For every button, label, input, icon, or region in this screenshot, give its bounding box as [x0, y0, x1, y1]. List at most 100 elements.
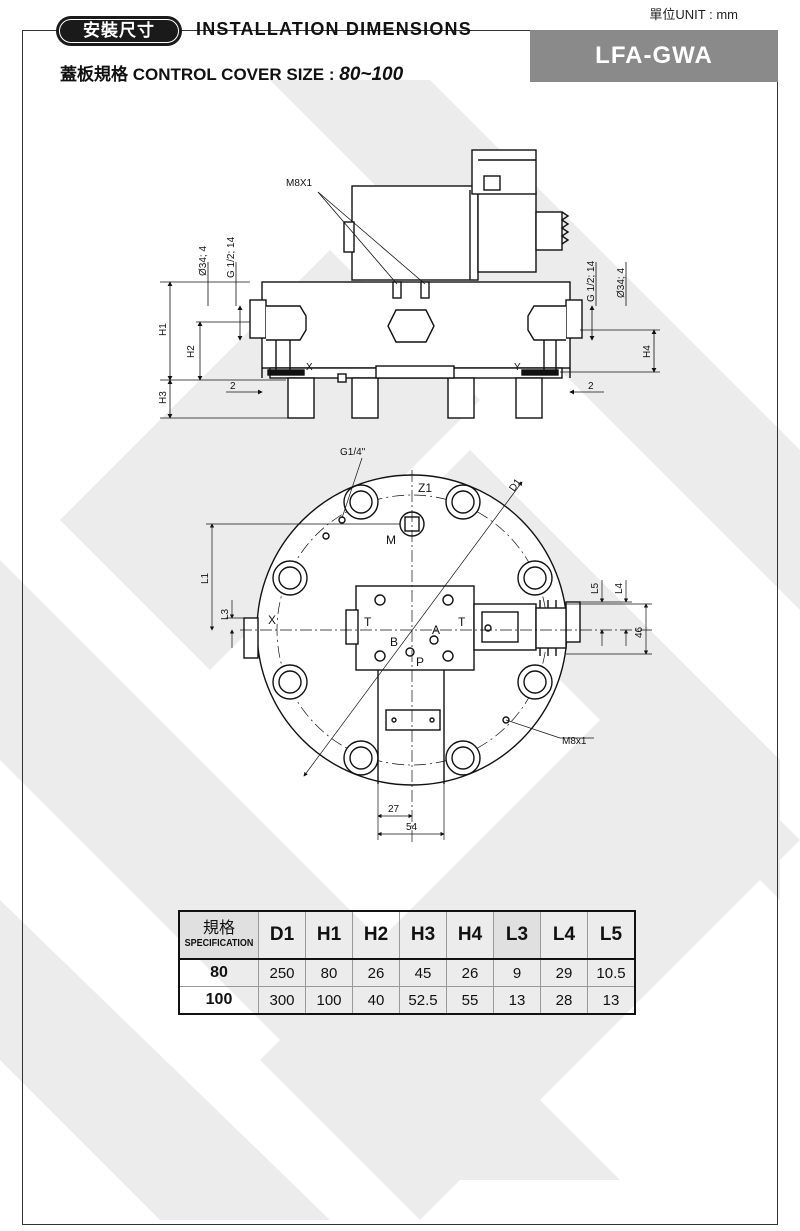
center-hex-plug [387, 309, 435, 343]
table-cell: 26 [446, 958, 494, 987]
spigot-2 [351, 377, 379, 419]
x-port-tab [243, 617, 259, 659]
table-cell: 100 [305, 986, 353, 1015]
col-header: H3 [399, 910, 447, 960]
right-port-flange [565, 299, 583, 339]
col-header: H2 [352, 910, 400, 960]
top-cable-gland [535, 607, 567, 649]
oring-y [521, 369, 559, 376]
technical-drawing: M8X1 Ø34; 4 G 1/2; 14 G 1/2; 14 Ø34; 4 H… [158, 149, 660, 842]
table-cell: 13 [493, 986, 541, 1015]
table-row: 100 300 100 40 52.5 55 13 28 13 [178, 986, 636, 1015]
model-badge: LFA-GWA [530, 30, 778, 82]
m8-leader-1 [317, 191, 398, 285]
table-cell: 45 [399, 958, 447, 987]
top-view-labels: G1/4" Z1 D1 M L1 L3 X T T B A P L5 L4 46… [200, 447, 645, 833]
table-cell: 40 [352, 986, 400, 1015]
label-dim54: 54 [406, 822, 418, 833]
label-d34-left: Ø34; 4 [198, 246, 209, 276]
label-t-left: T [364, 615, 372, 629]
table-cell: 250 [258, 958, 306, 987]
label-g12-right: G 1/2; 14 [586, 260, 597, 302]
connector-latch [483, 175, 501, 191]
top-bolt-2 [420, 281, 430, 299]
coil-housing [477, 191, 537, 273]
cable-gland [535, 211, 563, 251]
valve-block-cap [345, 609, 359, 645]
col-header: D1 [258, 910, 306, 960]
pin [337, 373, 347, 383]
bg-chevron-6 [0, 900, 330, 1220]
section-title-en: INSTALLATION DIMENSIONS [196, 19, 472, 39]
table-cell: 13 [587, 986, 636, 1015]
col-header: L3 [493, 910, 541, 960]
col-header: L4 [540, 910, 588, 960]
page-frame [22, 30, 778, 1225]
label-b-port: B [390, 635, 398, 649]
label-z1: Z1 [418, 481, 432, 495]
table-cell: 28 [540, 986, 588, 1015]
table-cell: 52.5 [399, 986, 447, 1015]
spigot-x [287, 377, 315, 419]
side-view [249, 149, 583, 419]
right-tab [565, 601, 581, 643]
subtitle-prefix: 蓋板規格 CONTROL COVER SIZE : [60, 65, 340, 84]
bolt-hole-5-inner [278, 670, 302, 694]
bolt-hole-6 [517, 664, 553, 700]
left-port-body [266, 305, 307, 341]
label-l3: L3 [220, 608, 231, 620]
m8x1-leader [505, 719, 561, 739]
table-row: 80 250 80 26 45 26 9 29 10.5 [178, 958, 636, 987]
connector-plug [471, 149, 537, 195]
label-m8x1-bottom: M8x1 [562, 736, 587, 747]
label-h2: H2 [186, 345, 197, 358]
bolt-hole-4-inner [523, 566, 547, 590]
subtitle: 蓋板規格 CONTROL COVER SIZE : 80~100 [60, 60, 403, 86]
spigot-3 [447, 377, 475, 419]
label-g12-left: G 1/2; 14 [226, 236, 237, 278]
label-h1: H1 [158, 323, 169, 336]
label-d34-right: Ø34; 4 [616, 268, 627, 298]
left-port-flange [249, 299, 267, 339]
label-dim46: 46 [634, 626, 645, 638]
col-header: H1 [305, 910, 353, 960]
solenoid-end-cap [343, 221, 355, 253]
subtitle-size: 80~100 [339, 64, 404, 85]
gland-teeth [539, 600, 557, 656]
label-h3: H3 [158, 391, 169, 404]
row-label: 80 [178, 958, 259, 987]
m8-leader-2 [317, 191, 426, 285]
col-header: L5 [587, 910, 636, 960]
label-m-port: M [386, 533, 396, 547]
label-m8x1-top: M8X1 [286, 178, 313, 189]
label-x-side: X [306, 362, 313, 373]
bolt-hole-8 [445, 740, 481, 776]
section-title-zh: 安裝尺寸 [83, 21, 155, 40]
label-p-port: P [416, 655, 424, 669]
table-cell: 10.5 [587, 958, 636, 987]
table-cell: 9 [493, 958, 541, 987]
bolt-hole-2 [445, 484, 481, 520]
top-bolt-1 [392, 281, 402, 299]
right-port-body [527, 305, 566, 341]
label-dim27: 27 [388, 804, 400, 815]
g14-leader [341, 457, 363, 519]
spec-header-zh: 規格 [202, 920, 235, 937]
oring-x [267, 369, 305, 376]
specification-table: 規格 SPECIFICATION D1 H1 H2 H3 H4 L3 L4 L5… [178, 910, 636, 1015]
solenoid-body [351, 185, 479, 281]
label-t-right: T [458, 615, 466, 629]
top-view-dimensions [206, 457, 652, 842]
label-l4: L4 [614, 582, 625, 594]
gland-thread [560, 211, 570, 245]
bolt-hole-7 [343, 740, 379, 776]
bolt-hole-4 [517, 560, 553, 596]
side-view-labels: M8X1 Ø34; 4 G 1/2; 14 G 1/2; 14 Ø34; 4 H… [158, 178, 653, 404]
side-view-dimensions [160, 191, 660, 419]
d1-dim-line [303, 481, 523, 777]
bolt-hole-5 [272, 664, 308, 700]
label-two-left: 2 [230, 381, 236, 392]
nameplate [385, 709, 441, 731]
bolt-hole-6-inner [523, 670, 547, 694]
